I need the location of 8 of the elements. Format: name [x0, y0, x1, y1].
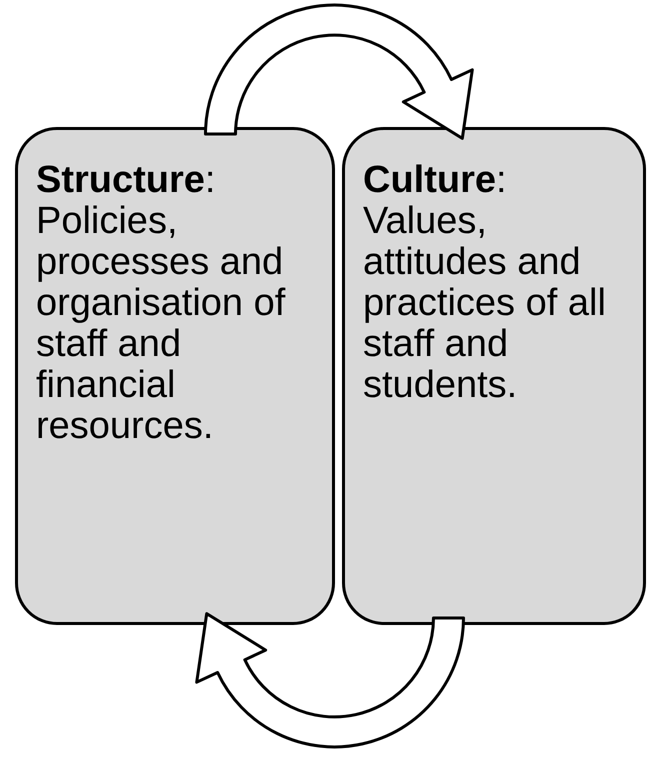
- rounded-box: [15, 127, 335, 625]
- curved-arrow: [195, 612, 465, 748]
- body-text: Values, attitudes and practices of all staff and students.: [363, 201, 607, 406]
- curved-arrow: [204, 4, 474, 140]
- rounded-box: [342, 127, 646, 625]
- heading: Culture:: [363, 160, 508, 201]
- heading: Structure:: [36, 160, 216, 201]
- body-text: Policies, processes and organisation of staff and financial resources.: [36, 201, 286, 447]
